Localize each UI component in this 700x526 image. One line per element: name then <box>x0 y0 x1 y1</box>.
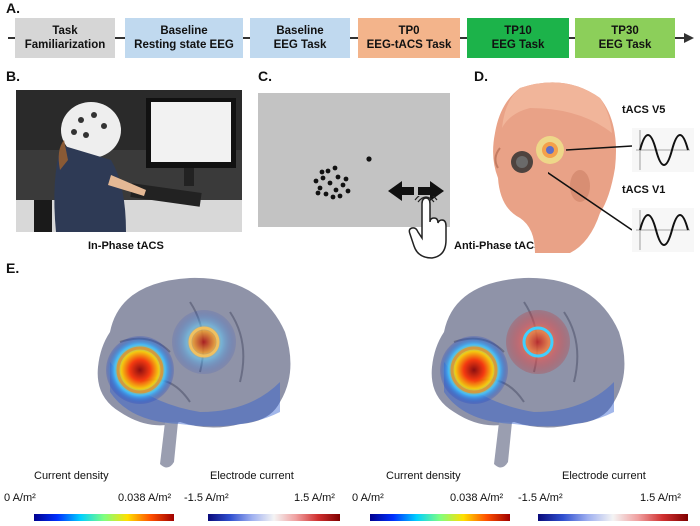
step-baseline-resting: Baseline Resting state EEG <box>125 18 243 58</box>
caption-in-phase: In-Phase tACS <box>88 240 164 252</box>
colorbar-electrode-current-right <box>538 514 688 521</box>
step-task-familiarization: Task Familiarization <box>15 18 115 58</box>
random-dot-cloud <box>313 165 351 200</box>
step-tp10: TP10 EEG Task <box>467 18 569 58</box>
scale-max-electrode-current-right: 1.5 A/m² <box>640 492 681 504</box>
eeg-participant-photo <box>16 90 242 232</box>
step-tp0: TP0 EEG-tACS Task <box>358 18 460 58</box>
scale-min-electrode-current-left: -1.5 A/m² <box>184 492 229 504</box>
fixation-dot <box>366 156 372 162</box>
timeline-arrowhead <box>684 33 694 43</box>
scale-title-current-density-right: Current density <box>386 470 461 482</box>
scale-min-current-density-right: 0 A/m² <box>352 492 384 504</box>
scale-max-current-density-right: 0.038 A/m² <box>450 492 504 504</box>
scale-title-electrode-current-left: Electrode current <box>210 470 294 482</box>
scale-min-current-density-left: 0 A/m² <box>4 492 36 504</box>
step-tp30: TP30 EEG Task <box>575 18 675 58</box>
label-tacs-v5: tACS V5 <box>622 104 666 116</box>
colorbar-current-density-left <box>34 514 174 521</box>
step-baseline-task: Baseline EEG Task <box>250 18 350 58</box>
panel-label-e: E. <box>6 260 20 276</box>
panel-label-a: A. <box>6 0 20 16</box>
scale-max-current-density-left: 0.038 A/m² <box>118 492 172 504</box>
brain-in-phase <box>97 277 291 468</box>
panel-label-d: D. <box>474 68 488 84</box>
tacs-waveforms <box>548 128 694 252</box>
scale-title-current-density-left: Current density <box>34 470 109 482</box>
task-stimulus-display <box>258 93 450 227</box>
caption-anti-phase: Anti-Phase tACS <box>454 240 542 252</box>
label-tacs-v1: tACS V1 <box>622 184 666 196</box>
scale-min-electrode-current-right: -1.5 A/m² <box>518 492 563 504</box>
brain-anti-phase <box>431 277 625 468</box>
panel-label-c: C. <box>258 68 272 84</box>
hand-pointer-icon <box>408 196 447 259</box>
colorbar-electrode-current-left <box>208 514 340 521</box>
colorbar-current-density-right <box>370 514 510 521</box>
panel-label-b: B. <box>6 68 20 84</box>
scale-title-electrode-current-right: Electrode current <box>562 470 646 482</box>
scale-max-electrode-current-left: 1.5 A/m² <box>294 492 335 504</box>
left-right-arrow-icon <box>388 181 444 201</box>
head-model-electrodes <box>493 82 616 253</box>
